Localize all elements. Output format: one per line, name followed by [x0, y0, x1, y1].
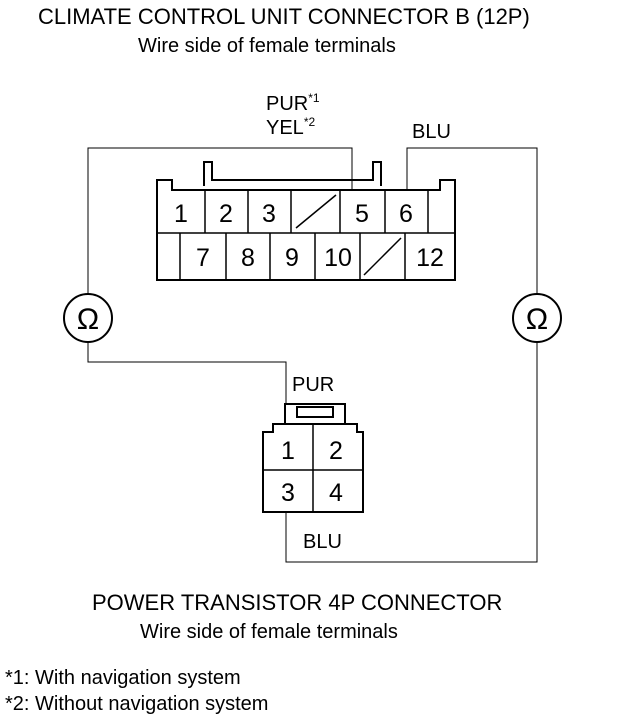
pin-2: 2	[219, 200, 233, 228]
pin-p1: 1	[281, 437, 295, 465]
pin-p3: 3	[281, 479, 295, 507]
wire-label-blu-top: BLU	[412, 121, 451, 143]
footnote-1: *1: With navigation system	[5, 667, 241, 689]
pin-3: 3	[262, 200, 276, 228]
connector-p-subtitle: Wire side of female terminals	[140, 621, 398, 643]
connector-b-shell	[156, 179, 456, 281]
svg-text:Ω: Ω	[77, 303, 99, 336]
left-wire	[87, 147, 353, 430]
pin-12: 12	[416, 244, 444, 272]
connector-p: 1 2 3 4	[262, 403, 364, 513]
connector-b-latch	[203, 161, 382, 186]
pin-p4: 4	[329, 479, 343, 507]
ohmmeter-left: Ω	[63, 293, 113, 343]
pin-p2: 2	[329, 437, 343, 465]
right-wire	[285, 147, 538, 563]
pin-7: 7	[196, 244, 210, 272]
pin-1: 1	[174, 200, 188, 228]
pin-9: 9	[285, 244, 299, 272]
pin-8: 8	[241, 244, 255, 272]
pin-10: 10	[324, 244, 352, 272]
connector-b-subtitle: Wire side of female terminals	[138, 35, 396, 57]
pin-5: 5	[355, 200, 369, 228]
connector-p-title: POWER TRANSISTOR 4P CONNECTOR	[92, 590, 502, 615]
svg-text:Ω: Ω	[526, 303, 548, 336]
pin-6: 6	[399, 200, 413, 228]
blank-cavity-slash	[295, 194, 337, 229]
wire-label-pur: PUR*1	[266, 91, 320, 115]
connector-b-title: CLIMATE CONTROL UNIT CONNECTOR B (12P)	[38, 4, 530, 29]
ohmmeter-right: Ω	[512, 293, 562, 343]
ohmmeter-left-icon	[63, 293, 113, 343]
wire-label-pur-bottom: PUR	[292, 374, 334, 396]
connector-b: 1 2 3 5 6 7 8 9 10 12	[156, 161, 456, 281]
wire-label-yel: YEL*2	[266, 115, 315, 139]
blank-cavity-slash	[363, 237, 402, 276]
wire-label-blu-bottom: BLU	[303, 531, 342, 553]
ohmmeter-right-icon	[512, 293, 562, 343]
connector-p-latch-inner	[296, 406, 334, 418]
footnote-2: *2: Without navigation system	[5, 693, 268, 715]
